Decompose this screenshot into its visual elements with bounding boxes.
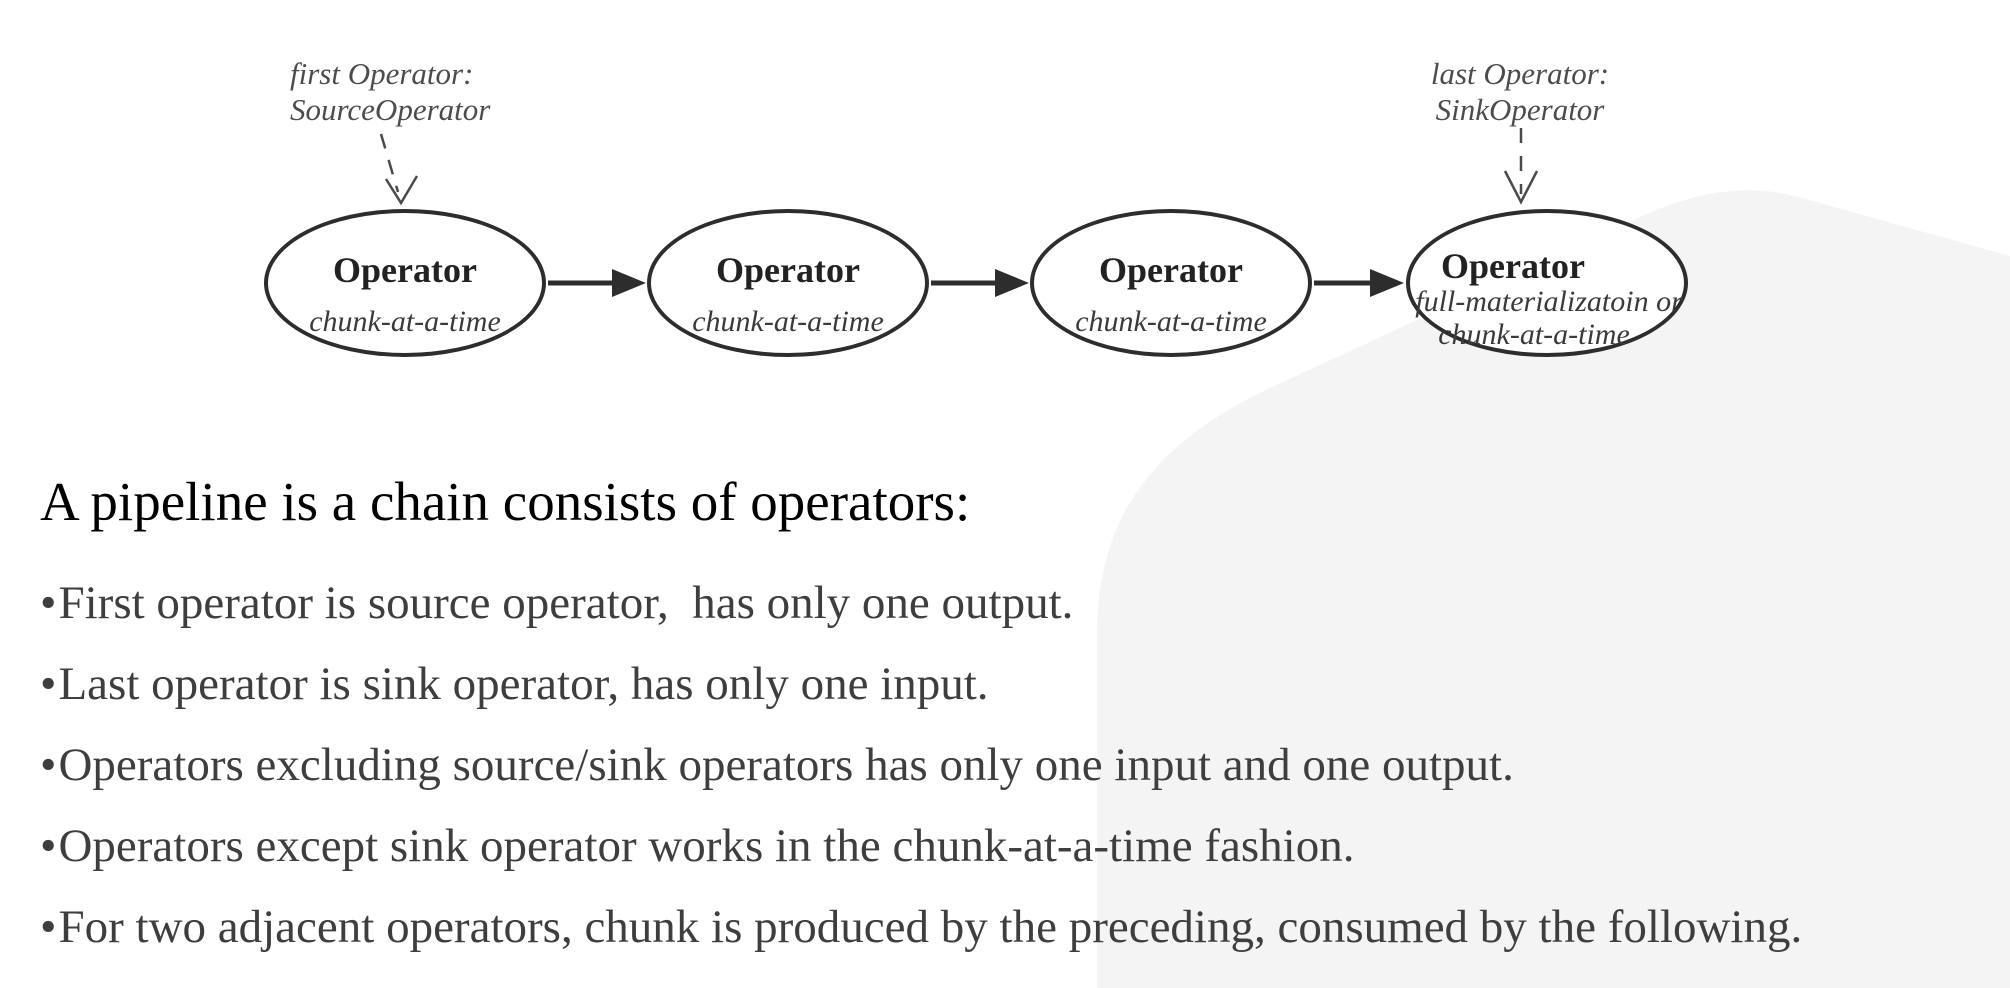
bullet-text: Operators except sink operator works in … (58, 820, 1355, 872)
bullet-marker: • (40, 577, 57, 629)
node-title: Operator (716, 250, 860, 290)
bullet-text: Operators excluding source/sink operator… (58, 739, 1514, 791)
first-operator-annotation: first Operator: SourceOperator (290, 56, 490, 128)
operator-node-3: Operator chunk-at-a-time (1030, 209, 1312, 357)
flow-arrow-2 (931, 269, 1029, 297)
page-title: A pipeline is a chain consists of operat… (40, 471, 971, 532)
bullet-text: First operator is source operator, has o… (58, 577, 1074, 629)
list-item: •Last operator is sink operator, has onl… (40, 655, 1802, 714)
node-title: Operator (333, 250, 477, 290)
last-annotation-arrow (1503, 128, 1539, 205)
node-subtitle: chunk-at-a-time (1438, 318, 1630, 351)
bullet-list: •First operator is source operator, has … (40, 574, 1802, 979)
bullet-text: Last operator is sink operator, has only… (58, 658, 989, 710)
operator-node-source: Operator chunk-at-a-time (264, 209, 546, 357)
flow-arrow-3 (1314, 269, 1404, 297)
list-item: •For two adjacent operators, chunk is pr… (40, 898, 1802, 957)
annotation-line: first Operator: (290, 56, 474, 91)
node-subtitle: full-materializatoin or (1415, 285, 1683, 318)
bullet-marker: • (40, 658, 57, 710)
last-operator-annotation: last Operator: SinkOperator (1410, 56, 1630, 128)
node-subtitle: chunk-at-a-time (692, 305, 884, 338)
annotation-line: SinkOperator (1435, 92, 1605, 127)
list-item: •Operators except sink operator works in… (40, 817, 1802, 876)
node-subtitle: chunk-at-a-time (1075, 305, 1267, 338)
list-item: •First operator is source operator, has … (40, 574, 1802, 633)
operator-node-2: Operator chunk-at-a-time (647, 209, 929, 357)
node-title: Operator (1441, 246, 1585, 286)
bullet-marker: • (40, 739, 57, 791)
flow-arrow-1 (548, 269, 646, 297)
bullet-marker: • (40, 820, 57, 872)
bullet-text: For two adjacent operators, chunk is pro… (58, 901, 1803, 953)
operator-node-sink: Operator full-materializatoin or chunk-a… (1406, 209, 1688, 357)
bullet-marker: • (40, 901, 57, 953)
node-subtitle: chunk-at-a-time (309, 305, 501, 338)
list-item: •Operators excluding source/sink operato… (40, 736, 1802, 795)
first-annotation-arrow (379, 133, 419, 206)
annotation-line: last Operator: (1430, 56, 1610, 91)
annotation-line: SourceOperator (290, 92, 491, 127)
node-title: Operator (1099, 250, 1243, 290)
